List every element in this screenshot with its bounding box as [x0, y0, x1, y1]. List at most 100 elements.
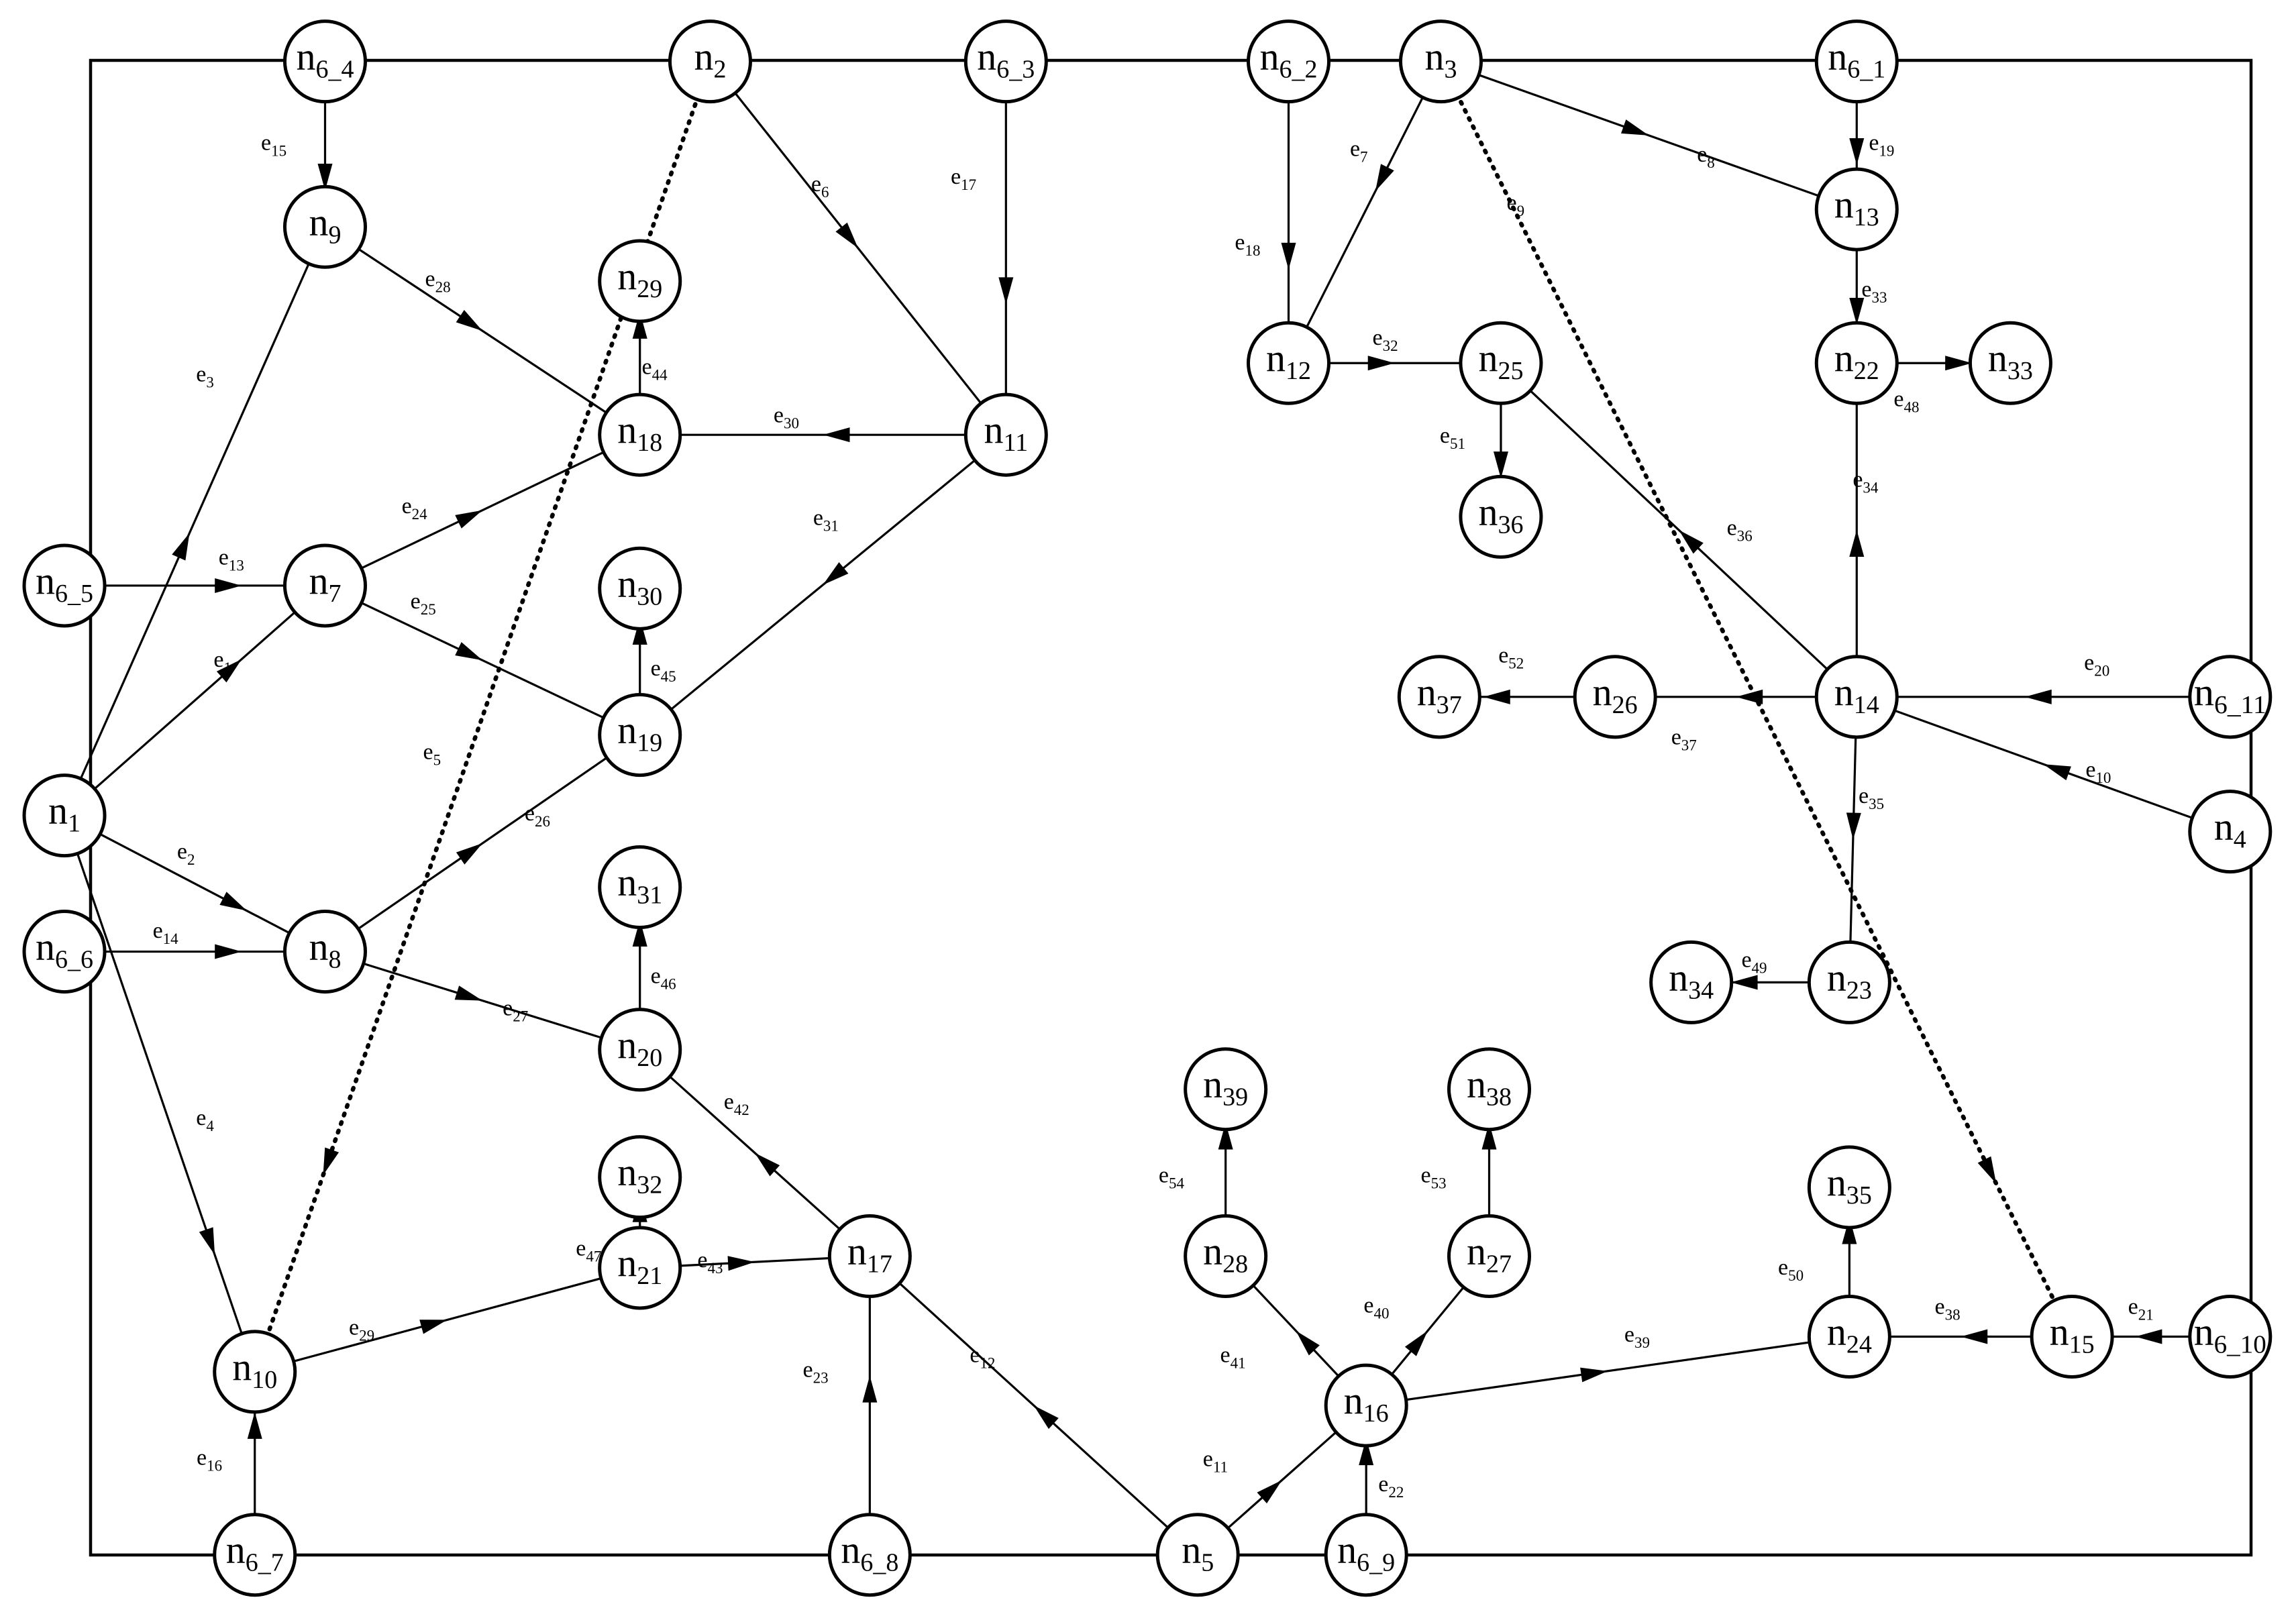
n19-label: n19: [617, 708, 662, 757]
node-label-sub: 15: [2069, 1331, 2095, 1359]
n18-circle: [598, 392, 682, 477]
edge-label-base: e: [1727, 516, 1737, 541]
node-label-sub: 8: [328, 946, 341, 974]
e30-label: e30: [774, 403, 799, 432]
node-label-base: n: [36, 925, 55, 969]
node-n9: n9: [282, 184, 368, 269]
edge-label-base: e: [213, 647, 223, 672]
n4-circle: [2188, 790, 2273, 874]
n16-label: n16: [1344, 1379, 1389, 1428]
node-n11: n11: [963, 392, 1048, 477]
edge-label-sub: 2: [187, 851, 195, 868]
e14-label: e14: [153, 918, 179, 947]
e53-label: e53: [1421, 1163, 1447, 1191]
edge-label-base: e: [153, 918, 163, 943]
e54-label: e54: [1159, 1163, 1185, 1191]
n2-circle: [668, 19, 752, 104]
edge-label-base: e: [1741, 947, 1751, 972]
node-label-sub: 2: [713, 56, 726, 84]
n11-label: n11: [984, 408, 1029, 457]
node-label-base: n: [1478, 490, 1498, 533]
n10-circle: [213, 1330, 297, 1414]
e2-line: [64, 814, 326, 953]
node-label-base: n: [1827, 1310, 1846, 1354]
e19-label: e19: [1869, 131, 1894, 160]
node-n21: n21: [598, 1226, 682, 1310]
node-label-base: n: [2214, 805, 2234, 849]
e33-label: e33: [1861, 277, 1887, 306]
n2-label: n2: [694, 35, 726, 84]
node-label-base: n: [617, 1023, 637, 1067]
edge-label-base: e: [1935, 1295, 1945, 1320]
e10-arrowhead-icon: [2043, 764, 2071, 781]
n30-circle: [598, 546, 682, 631]
n22-circle: [1814, 321, 1899, 405]
edge-label-base: e: [1350, 136, 1360, 161]
edge-e31: e31: [639, 433, 1007, 736]
edge-label-sub: 43: [708, 1260, 723, 1277]
edge-label-sub: 16: [207, 1457, 222, 1474]
node-n18: n18: [598, 392, 682, 477]
e38-label: e38: [1935, 1295, 1961, 1324]
edge-label-sub: 26: [535, 813, 550, 830]
n12-label: n12: [1266, 336, 1311, 385]
node-n12: n12: [1246, 321, 1331, 405]
n23-label: n23: [1827, 955, 1872, 1004]
e9-label: e9: [1506, 191, 1524, 219]
edge-label-base: e: [1893, 387, 1903, 412]
n14-circle: [1814, 655, 1899, 739]
e23-label: e23: [803, 1358, 829, 1387]
e4-line: [63, 815, 256, 1373]
e40-label: e40: [1363, 1293, 1389, 1322]
e10-line: [1856, 696, 2231, 833]
n6_4-circle: [282, 19, 368, 104]
node-label-base: n: [847, 1229, 867, 1273]
node-label-sub: 13: [1854, 203, 1879, 231]
n28-label: n28: [1203, 1229, 1248, 1278]
edge-label-base: e: [2128, 1295, 2138, 1320]
node-n6_9: n6_9: [1324, 1513, 1408, 1597]
e46-label: e46: [651, 963, 676, 992]
edge-e14: e14: [64, 918, 325, 959]
e10-label: e10: [2085, 757, 2111, 786]
e32-arrowhead-icon: [1367, 356, 1395, 371]
node-label-sub: 35: [1846, 1181, 1872, 1210]
edge-label-base: e: [1853, 468, 1863, 492]
node-n7: n7: [282, 543, 368, 628]
e44-label: e44: [641, 355, 668, 384]
edge-label-sub: 8: [1707, 154, 1715, 171]
e4-label: e4: [196, 1106, 214, 1134]
edge-e27: e27: [325, 951, 641, 1051]
node-label-base: n: [1669, 955, 1688, 999]
e9-arrowhead-icon: [1977, 1156, 1997, 1184]
n5-label: n5: [1182, 1528, 1214, 1577]
edge-label-base: e: [197, 1445, 207, 1470]
edge-label-base: e: [1373, 325, 1383, 350]
n21-circle: [598, 1226, 682, 1310]
node-label-sub: 5: [1201, 1549, 1214, 1577]
e49-arrowhead-icon: [1730, 975, 1758, 990]
node-n4: n4: [2188, 790, 2273, 874]
e14-arrowhead-icon: [215, 944, 242, 959]
edge-label-sub: 9: [1517, 203, 1525, 219]
e3-label: e3: [196, 362, 214, 391]
n6_11-circle: [2188, 655, 2273, 739]
e3-line: [63, 226, 326, 816]
e38-arrowhead-icon: [1961, 1329, 1988, 1344]
n13-label: n13: [1834, 182, 1879, 231]
n28-circle: [1184, 1214, 1268, 1299]
node-label-sub: 6_5: [55, 580, 93, 608]
n17-circle: [827, 1214, 912, 1299]
edge-label-sub: 38: [1945, 1307, 1961, 1324]
node-label-base: n: [977, 35, 996, 78]
n25-circle: [1459, 321, 1543, 405]
edge-label-sub: 7: [1360, 148, 1368, 165]
node-label-base: n: [1834, 336, 1854, 380]
edge-label-sub: 51: [1450, 435, 1465, 452]
n12-circle: [1246, 321, 1331, 405]
edge-e4: e4: [63, 815, 256, 1373]
n3-label: n3: [1424, 35, 1457, 84]
e16-arrowhead-icon: [247, 1411, 262, 1439]
e2-label: e2: [177, 839, 195, 868]
e52-label: e52: [1498, 643, 1524, 672]
